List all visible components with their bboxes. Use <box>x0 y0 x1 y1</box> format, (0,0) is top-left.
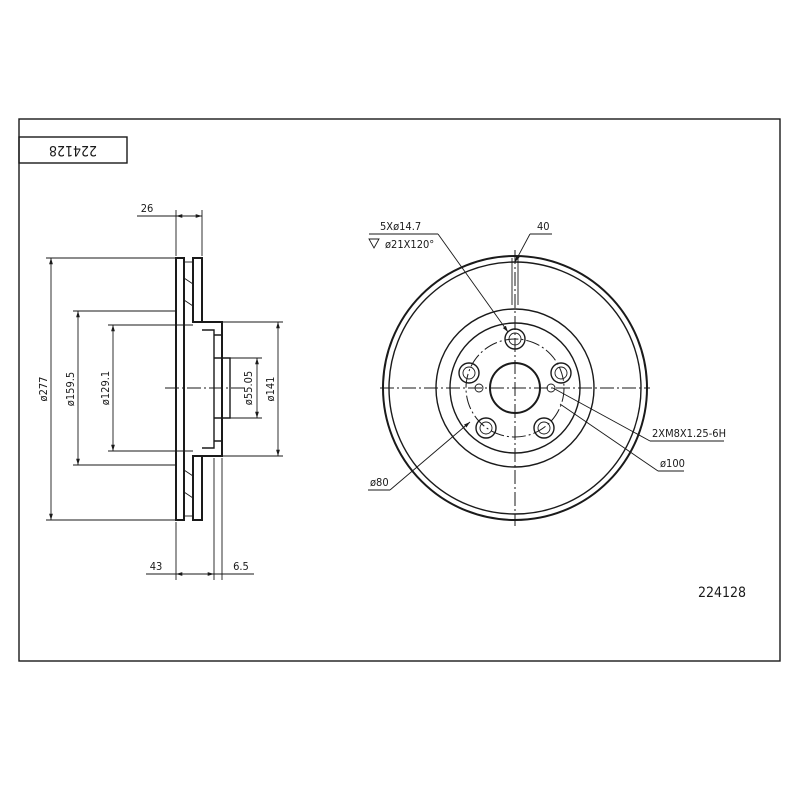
bore-diameter-dimension: ø55.05 <box>242 371 255 405</box>
countersink-icon <box>368 238 380 249</box>
bolt-hole <box>504 328 526 350</box>
outer-diameter-dimension: ø277 <box>37 377 50 402</box>
bolt-holes-label: 5Xø14.7 <box>380 220 421 233</box>
threaded-hole <box>474 383 484 393</box>
bolt-hole <box>458 362 480 384</box>
thickness-dimension: 26 <box>141 202 154 215</box>
drawing-frame <box>18 118 781 662</box>
hub-diameter-dimension: ø141 <box>264 377 277 402</box>
threaded-hole <box>546 383 556 393</box>
title-block-number: 224128 <box>49 142 97 158</box>
part-number: 224128 <box>698 585 746 601</box>
front-view: 5Xø14.7 ø21X120° 40 2XM8X1.25-6H ø100 ø8… <box>368 220 726 526</box>
bolt-hole <box>533 417 555 439</box>
bolt-hole <box>475 417 497 439</box>
center-diameter-label: ø80 <box>370 476 389 489</box>
bolt-hole <box>550 362 572 384</box>
hat-diameter-dimension: ø159.5 <box>64 372 77 406</box>
hat-thickness-dimension: 6.5 <box>233 560 249 573</box>
vent-dimension-label: 40 <box>537 220 550 233</box>
inner-diameter-dimension: ø129.1 <box>99 371 112 405</box>
pcd-label: ø100 <box>660 457 685 470</box>
title-block: 224128 <box>18 136 128 164</box>
thread-label: 2XM8X1.25-6H <box>652 427 726 440</box>
side-view: 26 ø277 ø159.5 ø129.1 ø55.05 ø141 43 <box>37 202 283 580</box>
countersink-label: ø21X120° <box>385 238 434 251</box>
offset-dimension: 43 <box>150 560 163 573</box>
